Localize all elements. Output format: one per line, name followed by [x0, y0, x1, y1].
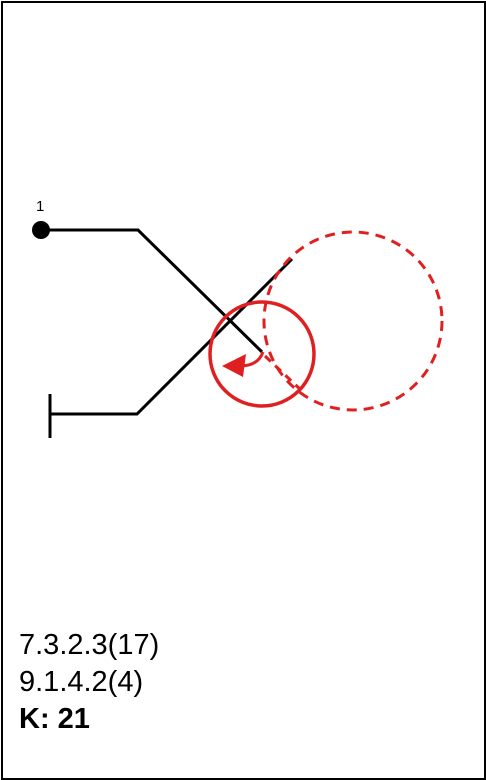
- path-line-upper: [41, 228, 264, 354]
- start-marker-label: 1: [36, 198, 44, 215]
- dashed-connector-line: [263, 354, 304, 393]
- code-text-block: 7.3.2.3(17) 9.1.4.2(4) K: 21: [19, 627, 159, 738]
- solid-rotation-circle: [208, 300, 316, 408]
- code-line-2: 9.1.4.2(4): [19, 666, 144, 698]
- code-line-1: 7.3.2.3(17): [19, 629, 160, 661]
- path-line-lower: [50, 257, 294, 416]
- dashed-rotation-circle: [262, 230, 444, 412]
- rotation-arrow-head-icon: [222, 354, 246, 377]
- k-value-label: K: 21: [19, 703, 90, 735]
